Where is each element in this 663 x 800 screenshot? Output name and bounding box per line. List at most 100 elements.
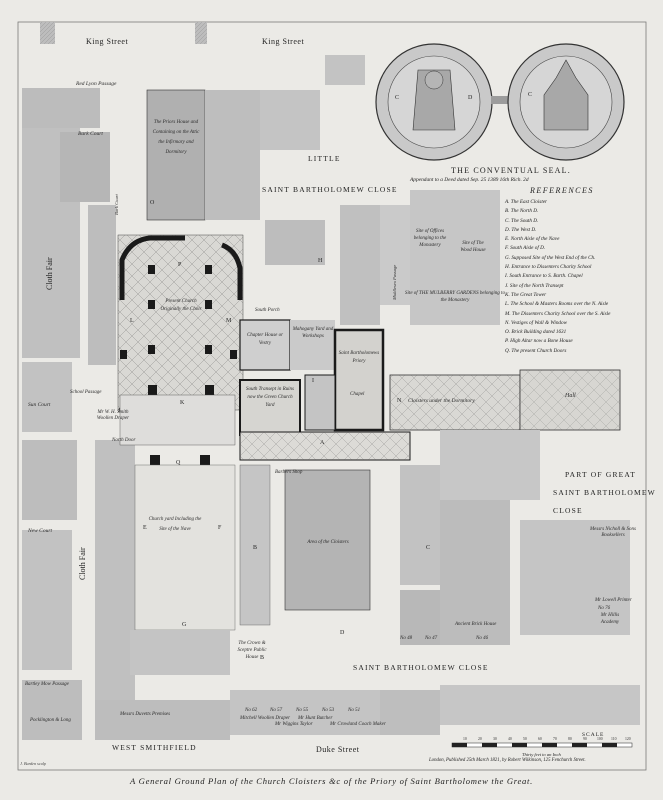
letter-b: B (253, 545, 258, 551)
priory-chapel (333, 328, 385, 432)
part-of-great: PART OF GREAT (565, 470, 637, 479)
seal-letter-c: C (395, 95, 400, 101)
building (60, 132, 110, 202)
close-right: CLOSE (553, 506, 583, 515)
part-of-great-2: SAINT BARTHOLOMEW (553, 488, 656, 497)
shop-mitchell: Mitchell Woollen Draper (240, 716, 291, 721)
reference-item: M. The Dissenters Charity School over th… (505, 310, 611, 317)
seal-right (507, 43, 625, 161)
site-offices-label: Site of Offices belonging to the Monaste… (413, 229, 447, 248)
reference-item: H. Entrance to Dissenters Charity School (505, 264, 592, 271)
scale-caption: Thirty feet to an Inch (522, 752, 561, 757)
building (260, 90, 320, 150)
ancient-brick-house-label: Ancient Brick House (455, 622, 497, 627)
duvetts-label: Messrs Duvetts Premises (120, 712, 171, 717)
shop-wiggins: Mr Wiggins Taylor (275, 722, 313, 727)
north-door: North Door (112, 438, 136, 443)
west-smithfield: WEST SMITHFIELD (112, 743, 197, 752)
building (195, 22, 207, 44)
street-king-right: King Street (262, 37, 305, 46)
building (95, 440, 135, 700)
letter-e: E (143, 525, 147, 531)
building (22, 530, 72, 670)
bark-court-vertical: Bark Court (114, 194, 119, 215)
building (440, 685, 640, 725)
reference-item: I. South Entrance to S. Barth. Chapel (505, 273, 583, 280)
reference-item: F. South Aisle of D. (505, 245, 546, 252)
scale-tick: 110 (611, 737, 617, 741)
scale-tick: 50 (523, 737, 527, 741)
chapter-house-label: Chapter House or Vestry (246, 333, 284, 346)
plate-border (17, 21, 647, 771)
red-lyon-passage: Red Lyon Passage (76, 81, 117, 87)
close-bottom: SAINT BARTHOLOMEW CLOSE (353, 663, 489, 672)
reference-item: P. High Altar now a Bone House (505, 338, 573, 345)
building (380, 690, 440, 735)
no-47: No 47 (425, 636, 438, 641)
scale-tick: 80 (568, 737, 572, 741)
reference-item: Q. The present Church Doors (505, 347, 567, 354)
priory-label: Saint Bartholomews Priory (338, 351, 380, 364)
mahogany-yard (290, 320, 335, 370)
building (95, 700, 230, 740)
hillis-academy-label: Mr Hillis Academy (600, 613, 620, 625)
no-51: No 51 (348, 708, 361, 713)
duke-street: Duke Street (316, 745, 360, 754)
south-transept-label: South Transept in Ruins now the Green Ch… (246, 387, 294, 408)
building (440, 500, 510, 645)
close-top: SAINT BARTHOLOMEW CLOSE (262, 185, 398, 194)
scale-tick: 120 (625, 737, 631, 741)
bark-court: Bark Court (78, 131, 103, 137)
shop-hunt: Mr Hunt Butcher (298, 716, 333, 721)
no-76: No 76 (598, 606, 611, 611)
reference-item: B. The North D. (505, 208, 539, 215)
cloth-fair-1: Cloth Fair (45, 257, 54, 290)
scale-tick: 60 (538, 737, 542, 741)
scale-tick: 30 (493, 737, 497, 741)
scale-tick: 10 (463, 737, 467, 741)
shop-crowland: Mr Crowland Coach Maker (330, 722, 386, 727)
lowell-label: Mr Lowell Printer (595, 598, 632, 603)
building (520, 520, 630, 635)
building (88, 205, 116, 365)
building (205, 90, 260, 220)
reference-item: O. Brick Building dated 1631 (505, 329, 567, 336)
area-cloisters (284, 469, 371, 611)
crown-label: The Crown & Sceptre Public House (237, 641, 267, 660)
references-title: REFERENCES (530, 186, 594, 195)
no-48: No 48 (400, 636, 413, 641)
building (400, 590, 440, 645)
references-list: A. The East Cloister B. The North D. C. … (505, 198, 655, 356)
building (304, 374, 336, 431)
building (380, 205, 410, 305)
building (22, 362, 72, 432)
apse-wall (221, 242, 243, 300)
site-wood-house-label: Site of The Wood House (460, 241, 486, 253)
no-62: No 62 (245, 708, 258, 713)
nicholl-label: Messrs Nicholl & Sons Booksellers (590, 527, 636, 538)
building (22, 88, 100, 128)
building (340, 205, 380, 325)
building (22, 440, 77, 520)
scale-tick: 40 (508, 737, 512, 741)
building (40, 22, 55, 44)
little-close: LITTLE (308, 154, 341, 163)
street-king-left: King Street (86, 37, 129, 46)
reference-item: C. The South D. (505, 217, 539, 224)
building (130, 630, 230, 675)
present-church-label: Present Church Originally the Choir (160, 299, 202, 312)
smith-draper-label: Mr W. H. Smith Woollen Draper (96, 410, 130, 421)
no-46: No 46 (476, 636, 489, 641)
building (22, 680, 82, 740)
building (440, 430, 540, 500)
letter-b2: B (260, 655, 265, 661)
letter-k: K (180, 400, 185, 406)
letter-f: F (218, 525, 222, 531)
engraver-credit: J. Burden sculp (20, 761, 47, 766)
letter-g: G (182, 622, 187, 628)
building (265, 220, 325, 265)
letter-l: L (130, 318, 134, 324)
mahogany-yard-label: Mahogany Yard and Workshops (292, 327, 334, 339)
